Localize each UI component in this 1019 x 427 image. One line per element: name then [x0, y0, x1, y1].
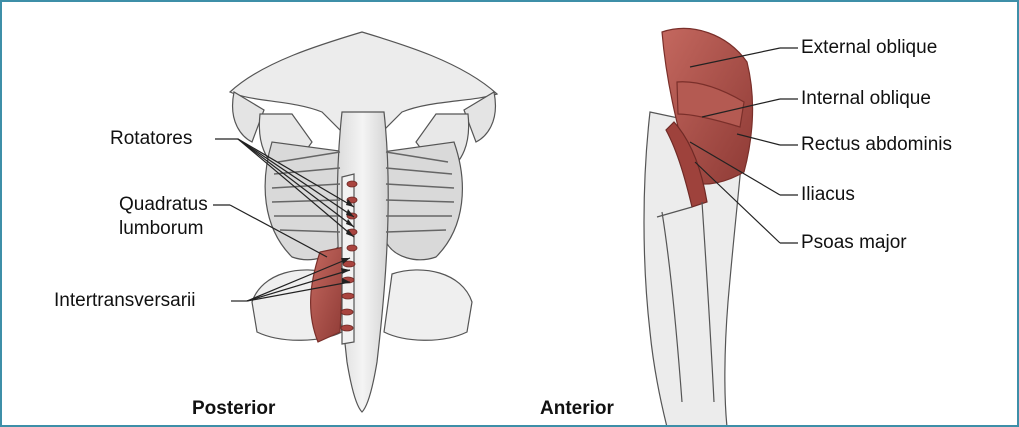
label-psoas-major: Psoas major [801, 232, 907, 254]
posterior-back-illustration [230, 32, 497, 412]
anterior-hip-thigh-illustration [644, 29, 753, 427]
label-intertransversarii: Intertransversarii [54, 290, 196, 312]
label-quadratus-lumborum-line2: lumborum [119, 218, 203, 240]
label-iliacus: Iliacus [801, 184, 855, 206]
label-internal-oblique: Internal oblique [801, 88, 931, 110]
label-rotatores: Rotatores [110, 128, 192, 150]
view-title-posterior: Posterior [192, 398, 275, 420]
label-quadratus-lumborum-line1: Quadratus [119, 194, 208, 216]
label-external-oblique: External oblique [801, 37, 937, 59]
label-rectus-abdominis: Rectus abdominis [801, 134, 952, 156]
view-title-anterior: Anterior [540, 398, 614, 420]
